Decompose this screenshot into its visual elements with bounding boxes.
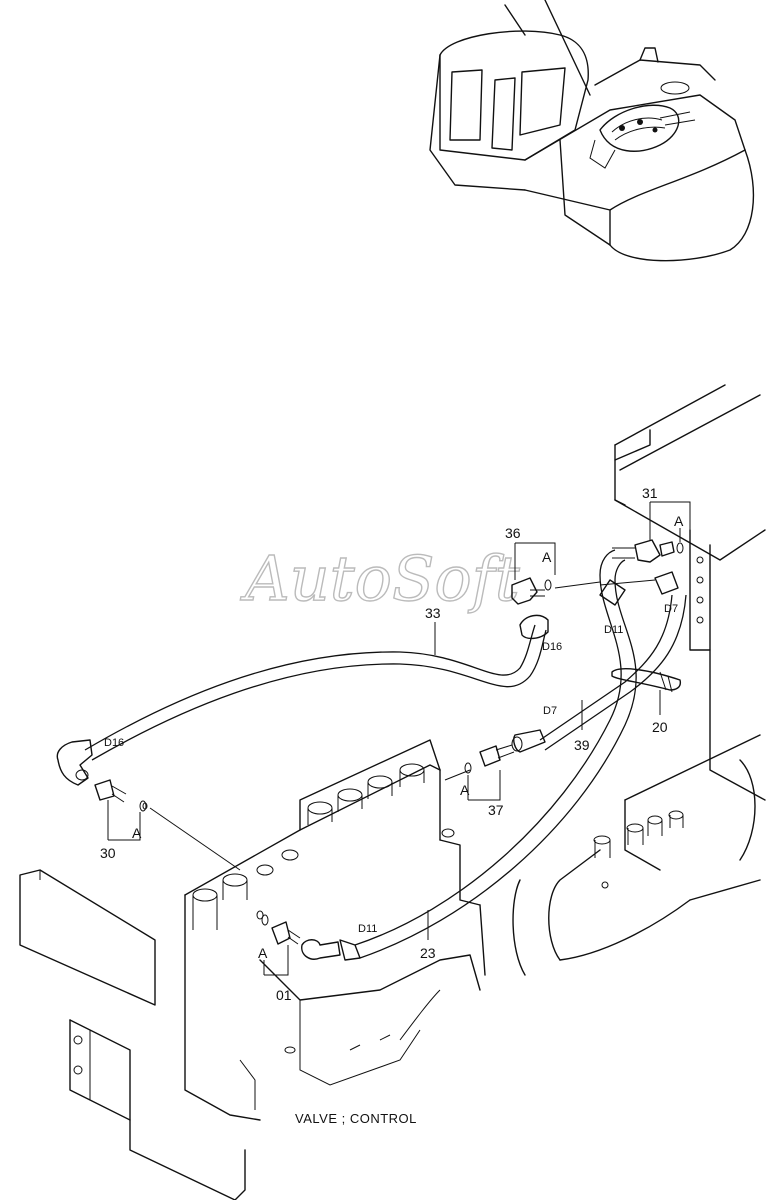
callout-labels: A A A A A D16 D16 D7 D7 D11 D11 bbox=[104, 513, 684, 961]
hose-23-b bbox=[359, 559, 637, 959]
fitting-31 bbox=[634, 539, 661, 563]
callout-d11-lower: D11 bbox=[358, 923, 377, 935]
part-labels: 36 31 33 39 20 37 30 23 01 bbox=[100, 485, 668, 1003]
hose-39-b bbox=[544, 594, 687, 751]
callout-d11-upper: D11 bbox=[604, 624, 623, 636]
control-valve-body bbox=[19, 739, 486, 1200]
callout-d7-lower: D7 bbox=[543, 705, 557, 717]
leader-lines bbox=[107, 501, 691, 976]
fitting-30 bbox=[94, 779, 115, 801]
label-part-23: 23 bbox=[420, 945, 436, 961]
frame-structure bbox=[512, 384, 766, 976]
label-part-01: 01 bbox=[276, 987, 292, 1003]
excavator-inset bbox=[429, 0, 755, 262]
label-part-39: 39 bbox=[574, 737, 590, 753]
label-part-20: 20 bbox=[652, 719, 668, 735]
callout-a-30: A bbox=[132, 825, 142, 841]
label-part-31: 31 bbox=[642, 485, 658, 501]
label-part-37: 37 bbox=[488, 802, 504, 818]
callout-d16-right: D16 bbox=[542, 641, 562, 653]
clamp-20 bbox=[611, 668, 682, 691]
watermark-text: AutoSoft bbox=[240, 542, 520, 615]
callout-d16-left: D16 bbox=[104, 737, 124, 749]
callout-a-31: A bbox=[674, 513, 684, 529]
fittings bbox=[56, 539, 684, 960]
diagram-caption: VALVE ; CONTROL bbox=[295, 1111, 417, 1126]
label-part-36: 36 bbox=[505, 525, 521, 541]
callout-d7-upper: D7 bbox=[664, 603, 678, 615]
fitting-01 bbox=[271, 921, 291, 945]
callout-a-37: A bbox=[460, 782, 470, 798]
hoses bbox=[84, 549, 687, 961]
callout-a-01: A bbox=[258, 945, 268, 961]
hose-33-inner bbox=[91, 629, 547, 761]
fitting-36 bbox=[511, 577, 538, 605]
hose-23-a bbox=[354, 549, 622, 946]
callout-a-36: A bbox=[542, 549, 552, 565]
hose-33-outer bbox=[84, 624, 536, 751]
label-part-30: 30 bbox=[100, 845, 116, 861]
label-part-33: 33 bbox=[425, 605, 441, 621]
fitting-37 bbox=[479, 745, 501, 767]
